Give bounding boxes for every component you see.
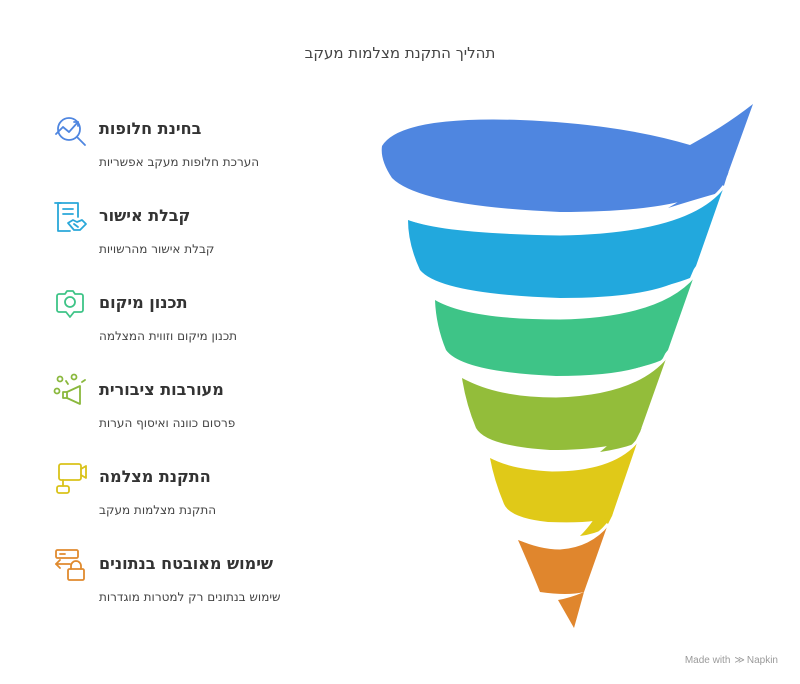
made-with-napkin-credit[interactable]: Made with≫Napkin	[685, 655, 778, 666]
step-title: קבלת אישור	[99, 206, 191, 225]
step-title: מעורבות ציבורית	[99, 380, 224, 399]
step-description: קבלת אישור מהרשויות	[99, 242, 215, 256]
funnel-level-5	[490, 440, 638, 523]
funnel-level-1	[381, 104, 753, 212]
secure-data-icon	[55, 549, 85, 581]
step-obtain-approval: קבלת אישור קבלת אישור מהרשויות	[52, 199, 352, 269]
step-description: התקנת מצלמות מעקב	[99, 503, 217, 517]
camera-location-icon	[56, 290, 84, 318]
step-title: התקנת מצלמה	[99, 467, 211, 486]
funnel-level-4	[462, 356, 667, 450]
step-description: תכנון מיקום וזווית המצלמה	[99, 329, 238, 343]
funnel-level-3	[435, 276, 694, 376]
step-description: שימוש בנתונים רק למטרות מוגדרות	[99, 590, 281, 604]
napkin-logo-icon: ≫	[734, 655, 745, 666]
security-camera-icon	[56, 463, 87, 494]
step-description: פרסום כוונה ואיסוף הערות	[99, 416, 236, 430]
step-public-engagement: מעורבות ציבורית פרסום כוונה ואיסוף הערות	[52, 373, 352, 443]
step-title: בחינת חלופות	[99, 119, 202, 138]
step-secure-data-usage: שימוש מאובטח בנתונים שימוש בנתונים רק למ…	[52, 547, 352, 617]
step-description: הערכת חלופות מעקב אפשריות	[99, 155, 260, 169]
megaphone-icon	[53, 373, 86, 405]
funnel-tip	[558, 592, 584, 628]
step-evaluate-alternatives: בחינת חלופות הערכת חלופות מעקב אפשריות	[52, 112, 352, 182]
diagram-title: תהליך התקנת מצלמות מעקב	[304, 44, 496, 62]
funnel-level-6	[518, 524, 608, 594]
funnel-level-2	[408, 186, 724, 298]
contract-handshake-icon	[54, 202, 87, 232]
credit-brand: Napkin	[746, 655, 778, 666]
step-install-camera: התקנת מצלמה התקנת מצלמות מעקב	[52, 460, 352, 530]
credit-text: Made with	[684, 655, 731, 666]
step-title: תכנון מיקום	[99, 293, 188, 312]
step-plan-location: תכנון מיקום תכנון מיקום וזווית המצלמה	[52, 286, 352, 356]
step-title: שימוש מאובטח בנתונים	[99, 554, 274, 573]
chart-search-icon	[55, 117, 86, 146]
